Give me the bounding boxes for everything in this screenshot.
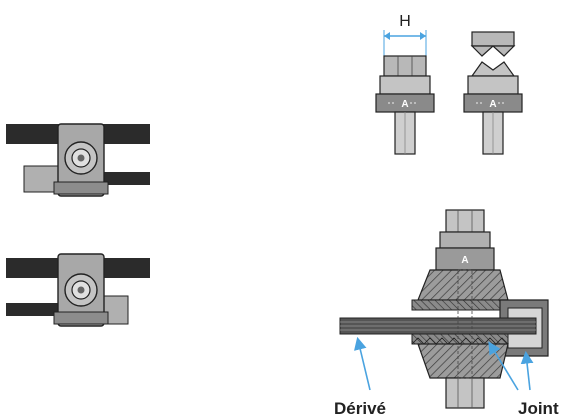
seal-arrow-2: [520, 350, 534, 391]
lower-hex: [467, 75, 519, 95]
branch-label: Dérivé: [334, 399, 386, 418]
connector-top-left: [6, 123, 150, 197]
sheared-head: [471, 31, 515, 47]
section-nut-marking: A: [461, 255, 468, 266]
shear-head: [383, 55, 427, 77]
nut-marking: A: [489, 99, 496, 110]
shear-nut-sheared: A: [463, 31, 523, 155]
connector-lip: [53, 181, 109, 195]
section-bolt-bottom: [445, 377, 485, 409]
shear-nut-intact: H A: [375, 13, 435, 155]
dimension-label: H: [399, 13, 411, 30]
nut-marking: A: [401, 99, 408, 110]
seal-label: Joint: [518, 399, 559, 418]
connector-cross-section: A: [339, 209, 549, 409]
lower-hex: [379, 75, 431, 95]
section-top-nut: [445, 209, 485, 233]
upper-body: [417, 269, 509, 301]
connector-lip: [53, 311, 109, 325]
seal-arrow-1: [488, 341, 519, 391]
nut-hole: [77, 154, 85, 162]
connector-bottom-left: [6, 253, 150, 327]
lower-body: [417, 343, 509, 379]
nut-hole: [77, 286, 85, 294]
branch-end-cap: [23, 165, 59, 193]
section-marked-flange: [439, 231, 491, 249]
branch-arrow: [354, 336, 371, 391]
callout-arrows: [354, 336, 534, 391]
